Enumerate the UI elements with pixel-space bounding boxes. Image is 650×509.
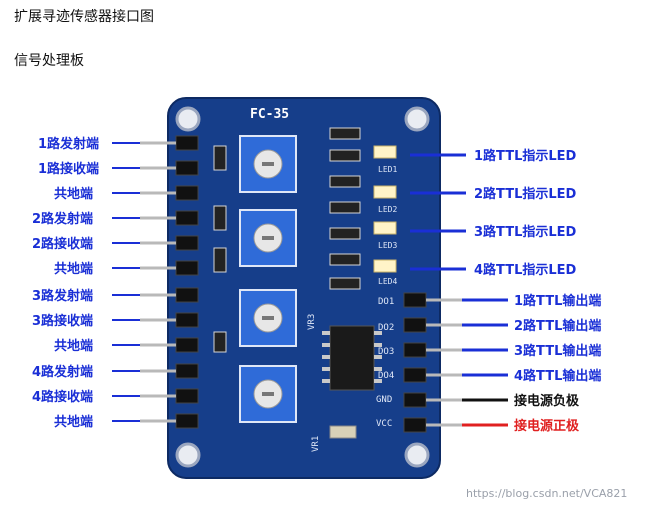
header-pin-icon	[175, 413, 199, 429]
silk-led4: LED4	[378, 277, 397, 286]
silk-gnd: GND	[376, 395, 392, 405]
pcb-board: FC-35 VR3 VR1	[167, 97, 441, 479]
led-icon	[373, 185, 397, 199]
potentiometer-icon	[239, 289, 297, 347]
right-label-group: 1路TTL指示LED 2路TTL指示LED 3路TTL指示LED 4路TTL指示…	[474, 148, 601, 434]
mounting-hole-icon	[175, 442, 201, 468]
right-pin-label-1: 1路TTL输出端	[514, 293, 601, 309]
led-icon	[373, 145, 397, 159]
header-pin-icon	[175, 210, 199, 226]
header-pin-icon	[403, 342, 427, 358]
left-label-2: 1路接收端	[38, 161, 99, 177]
left-label-6: 共地端	[54, 261, 93, 277]
silk-vr3: VR3	[307, 314, 317, 330]
mounting-hole-icon	[175, 106, 201, 132]
header-pin-icon	[175, 287, 199, 303]
header-pin-icon	[403, 367, 427, 383]
left-label-7: 3路发射端	[32, 288, 93, 304]
left-label-group: 1路发射端 1路接收端 共地端 2路发射端 2路接收端 共地端 3路发射端 3路…	[32, 136, 99, 430]
left-label-3: 共地端	[54, 186, 93, 202]
led-icon	[373, 221, 397, 235]
silk-led3: LED3	[378, 241, 397, 250]
left-label-8: 3路接收端	[32, 313, 93, 329]
ic-chip-icon	[322, 325, 382, 391]
silk-do4: DO4	[378, 371, 394, 381]
silk-do2: DO2	[378, 323, 394, 333]
right-led-label-4: 4路TTL指示LED	[474, 262, 577, 278]
heading-sub: 信号处理板	[14, 53, 84, 69]
right-pin-label-5: 接电源负极	[514, 393, 580, 409]
mounting-hole-icon	[404, 442, 430, 468]
right-led-label-1: 1路TTL指示LED	[474, 148, 577, 164]
potentiometer-icon	[239, 135, 297, 193]
header-pin-icon	[175, 185, 199, 201]
silk-do1: DO1	[378, 297, 394, 307]
capacitor-icon	[329, 425, 357, 439]
header-pin-icon	[175, 235, 199, 251]
header-pin-icon	[403, 392, 427, 408]
header-pin-icon	[175, 135, 199, 151]
right-pin-label-3: 3路TTL输出端	[514, 343, 601, 359]
header-pin-icon	[175, 260, 199, 276]
silk-led2: LED2	[378, 205, 397, 214]
potentiometer-icon	[239, 365, 297, 423]
left-label-11: 4路接收端	[32, 389, 93, 405]
right-pin-header	[403, 153, 508, 433]
left-label-1: 1路发射端	[38, 136, 99, 152]
header-pin-icon	[403, 317, 427, 333]
header-pin-icon	[175, 312, 199, 328]
left-label-10: 4路发射端	[32, 364, 93, 380]
left-label-5: 2路接收端	[32, 236, 93, 252]
mounting-hole-icon	[404, 106, 430, 132]
resistor-array	[213, 127, 361, 353]
board-label: FC-35	[250, 107, 289, 122]
silk-vr1: VR1	[311, 436, 321, 452]
left-label-9: 共地端	[54, 338, 93, 354]
header-pin-icon	[175, 388, 199, 404]
header-pin-icon	[175, 363, 199, 379]
silk-do3: DO3	[378, 347, 394, 357]
silk-vcc: VCC	[376, 419, 392, 429]
header-pin-icon	[175, 160, 199, 176]
left-label-4: 2路发射端	[32, 211, 93, 227]
right-pin-label-2: 2路TTL输出端	[514, 318, 601, 334]
right-led-label-2: 2路TTL指示LED	[474, 186, 577, 202]
header-pin-icon	[403, 417, 427, 433]
right-pin-label-4: 4路TTL输出端	[514, 368, 601, 384]
watermark: https://blog.csdn.net/VCA821	[466, 487, 628, 500]
right-pin-label-6: 接电源正极	[514, 418, 580, 434]
left-pin-header	[112, 135, 199, 429]
silk-led1: LED1	[378, 165, 397, 174]
left-label-12: 共地端	[54, 414, 93, 430]
heading-main: 扩展寻迹传感器接口图	[14, 9, 154, 25]
led-icon	[373, 259, 397, 273]
potentiometer-icon	[239, 209, 297, 267]
header-pin-icon	[175, 337, 199, 353]
header-pin-icon	[403, 292, 427, 308]
right-led-label-3: 3路TTL指示LED	[474, 224, 577, 240]
